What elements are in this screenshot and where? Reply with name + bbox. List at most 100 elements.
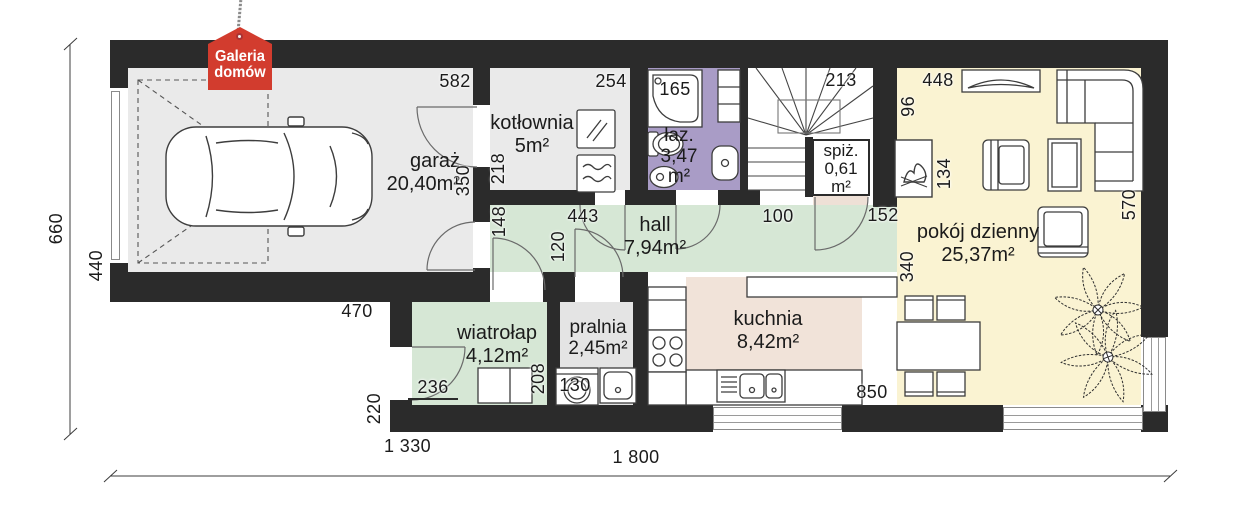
kitchen-units <box>647 276 898 406</box>
dim-220: 220 <box>364 393 384 425</box>
room-label-hall-area: 7,94m² <box>623 237 687 260</box>
room-label-laundry-name: pralnia <box>569 317 627 338</box>
door-opening <box>493 272 543 302</box>
corner-sofa <box>1056 69 1144 192</box>
wall <box>390 405 713 432</box>
dim-218: 218 <box>488 153 508 185</box>
room-label-pantry: spiż. 0,61 m² <box>812 139 870 196</box>
dim-100: 100 <box>762 206 794 226</box>
entrance-door-opening <box>390 347 412 400</box>
wall <box>110 40 1168 68</box>
dim-130: 130 <box>559 375 591 395</box>
dim-208: 208 <box>528 363 548 395</box>
wall <box>842 405 1003 432</box>
dim-165: 165 <box>659 79 691 99</box>
garage-projection-dashed <box>137 79 269 264</box>
wall <box>625 190 648 205</box>
room-label-living-area: 25,37m² <box>941 244 1015 267</box>
wall <box>873 68 897 207</box>
dim-443: 443 <box>567 206 599 226</box>
dim-96: 96 <box>898 96 918 117</box>
room-label-boiler-area: 5m² <box>514 135 550 158</box>
living-room-window-south <box>1003 407 1143 430</box>
bathroom-fixtures <box>647 69 741 189</box>
vestibule-wardrobe <box>477 367 533 404</box>
dim-470: 470 <box>341 301 373 321</box>
door-opening <box>595 190 625 205</box>
car <box>165 116 373 237</box>
dim-448: 448 <box>922 70 954 90</box>
logo-text-line1: Galeria <box>215 48 265 65</box>
dim-120: 120 <box>548 231 568 263</box>
laundry-appliances <box>555 367 637 406</box>
room-label-vestibule-area: 4,12m² <box>465 345 529 368</box>
room-label-laundry-area: 2,45m² <box>568 337 628 359</box>
armchair <box>1037 206 1089 258</box>
room-label-kitchen-area: 8,42m² <box>736 331 800 354</box>
room-label-laundry: pralnia 2,45m² <box>556 317 640 359</box>
side-table <box>1047 138 1082 192</box>
room-label-pantry-name: spiż. <box>823 141 859 160</box>
wall <box>490 190 595 205</box>
dim-213: 213 <box>825 70 857 90</box>
room-label-garage-name: garaż <box>409 150 460 172</box>
wall <box>648 190 676 205</box>
tv-sideboard <box>961 69 1041 93</box>
room-label-bathroom-unit: m² <box>667 166 691 188</box>
room-label-hall-name: hall <box>639 214 671 236</box>
dim-440: 440 <box>86 250 106 282</box>
living-room-window-east <box>1143 337 1166 412</box>
logo-eyelet <box>236 33 243 40</box>
wall <box>110 68 128 88</box>
dim-570: 570 <box>1119 189 1139 221</box>
wall <box>110 272 490 302</box>
wall <box>543 272 575 302</box>
dim-148: 148 <box>489 206 509 238</box>
dimension-lines <box>63 37 1178 483</box>
room-label-bathroom-area: 3,47 <box>660 145 698 167</box>
door-opening <box>473 105 490 167</box>
wall <box>473 68 490 105</box>
wall <box>473 167 490 222</box>
room-label-boiler-name: kotłownia <box>490 112 574 134</box>
room-label-living-name: pokój dzienny <box>916 221 1040 243</box>
wall <box>805 137 813 197</box>
dim-152: 152 <box>867 205 899 225</box>
dim-236: 236 <box>408 377 458 400</box>
room-label-bathroom-name: łaz. <box>664 125 694 146</box>
room-hall-floor <box>490 205 897 272</box>
room-label-kitchen: kuchnia 8,42m² <box>698 308 838 354</box>
wall <box>740 190 760 205</box>
dim-254: 254 <box>595 71 627 91</box>
room-label-living: pokój dzienny 25,37m² <box>903 221 1053 267</box>
dim-582: 582 <box>439 71 471 91</box>
room-label-vestibule-name: wiatrołap <box>456 322 538 344</box>
dim-850: 850 <box>856 382 888 402</box>
armchair <box>982 139 1030 191</box>
wall <box>390 302 412 347</box>
dim-350: 350 <box>453 165 473 197</box>
dim-340: 340 <box>897 251 917 283</box>
door-arcs <box>411 106 869 401</box>
room-label-boiler: kotłownia 5m² <box>470 112 594 158</box>
logo-text-line2: domów <box>214 64 266 82</box>
plant <box>1060 309 1153 403</box>
staircase <box>747 67 874 191</box>
room-label-pantry-unit: m² <box>831 177 851 197</box>
door-opening <box>575 272 620 302</box>
room-label-hall: hall 7,94m² <box>607 214 703 260</box>
wall <box>473 268 490 278</box>
plant <box>1053 266 1145 357</box>
dim-134: 134 <box>934 158 954 190</box>
kitchen-window <box>713 407 842 430</box>
room-label-pantry-area: 0,61 <box>824 159 858 179</box>
wall <box>1141 68 1168 337</box>
wall <box>630 68 648 190</box>
wall <box>740 68 748 190</box>
dim-1800: 1 800 <box>612 447 660 467</box>
dim-660: 660 <box>46 213 66 245</box>
dim-1330: 1 330 <box>384 436 432 456</box>
garage-gate <box>111 91 120 260</box>
door-opening <box>676 190 718 205</box>
